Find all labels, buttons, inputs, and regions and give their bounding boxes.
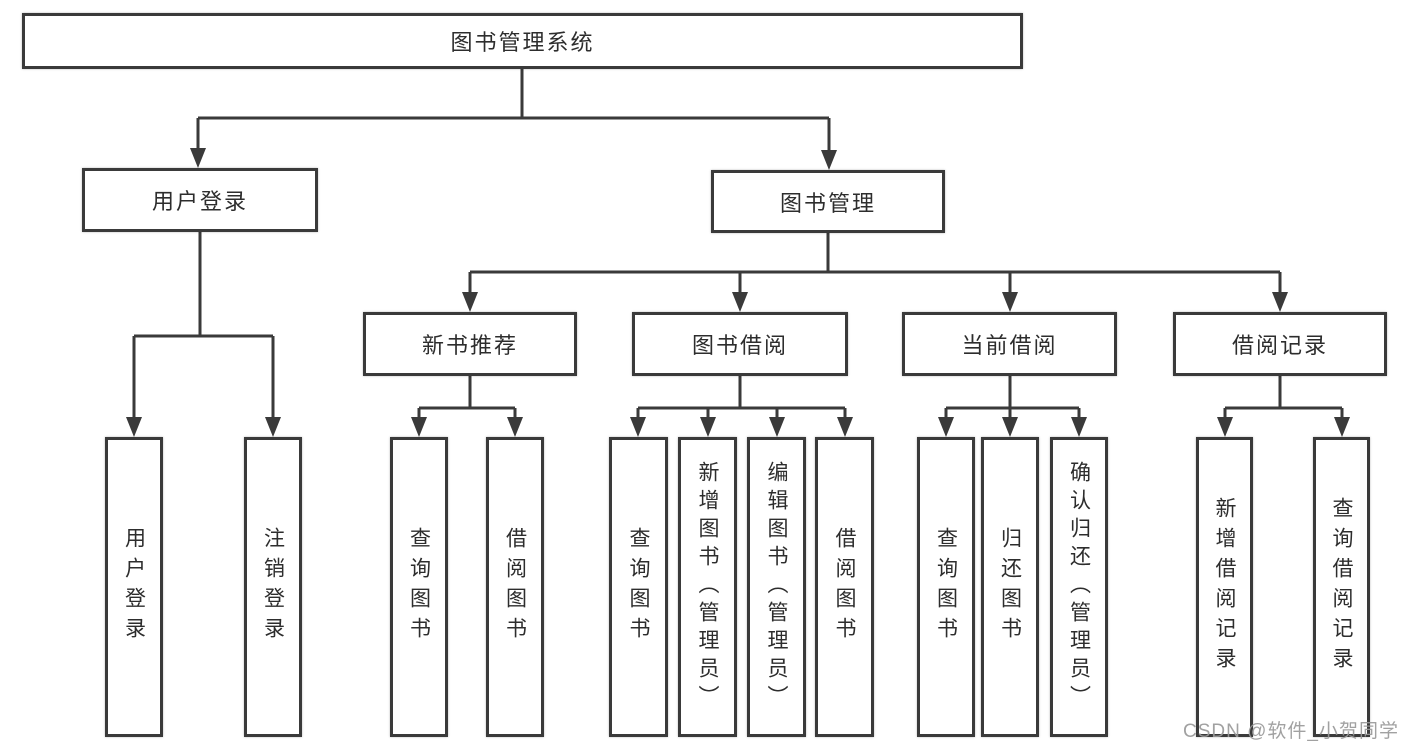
leaf-cb-query-books: 查询图书 xyxy=(917,437,975,737)
leaf-bb-query-books: 查询图书 xyxy=(609,437,668,737)
node-book-management: 图书管理 xyxy=(711,170,945,233)
leaf-logout: 注销登录 xyxy=(244,437,302,737)
node-borrowing-records: 借阅记录 xyxy=(1173,312,1387,376)
leaf-user-login: 用户登录 xyxy=(105,437,163,737)
node-user-login: 用户登录 xyxy=(82,168,318,232)
leaf-bb-borrow-books: 借阅图书 xyxy=(815,437,874,737)
leaf-br-add-record: 新增借阅记录 xyxy=(1196,437,1253,737)
node-new-book-recommendation: 新书推荐 xyxy=(363,312,577,376)
watermark: CSDN @软件_小贺同学 xyxy=(1183,721,1399,742)
leaf-nbr-query-books: 查询图书 xyxy=(390,437,448,737)
leaf-bb-edit-books-admin: 编辑图书（管理员） xyxy=(747,437,806,737)
node-book-borrowing: 图书借阅 xyxy=(632,312,848,376)
leaf-br-query-record: 查询借阅记录 xyxy=(1313,437,1370,737)
leaf-cb-confirm-return-admin: 确认归还（管理员） xyxy=(1050,437,1108,737)
leaf-nbr-borrow-books: 借阅图书 xyxy=(486,437,544,737)
node-library-management-system: 图书管理系统 xyxy=(22,13,1023,69)
node-current-borrowing: 当前借阅 xyxy=(902,312,1117,376)
leaf-bb-add-books-admin: 新增图书（管理员） xyxy=(678,437,737,737)
leaf-cb-return-books: 归还图书 xyxy=(981,437,1039,737)
